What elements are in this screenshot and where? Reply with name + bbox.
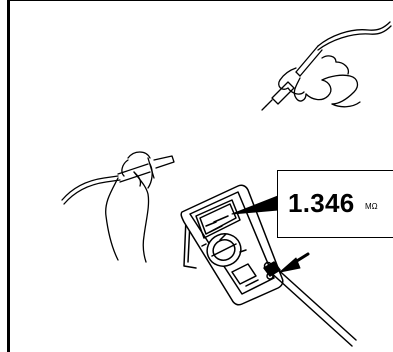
pointer-arrow-icon — [280, 254, 308, 272]
readout-unit: MΩ — [365, 202, 378, 211]
readout-value: 1.346 — [288, 188, 355, 219]
meter-readout-callout: 1.346 MΩ — [277, 170, 393, 238]
left-hand-probe-icon — [62, 152, 174, 262]
upper-hand-probe-icon — [262, 22, 391, 110]
